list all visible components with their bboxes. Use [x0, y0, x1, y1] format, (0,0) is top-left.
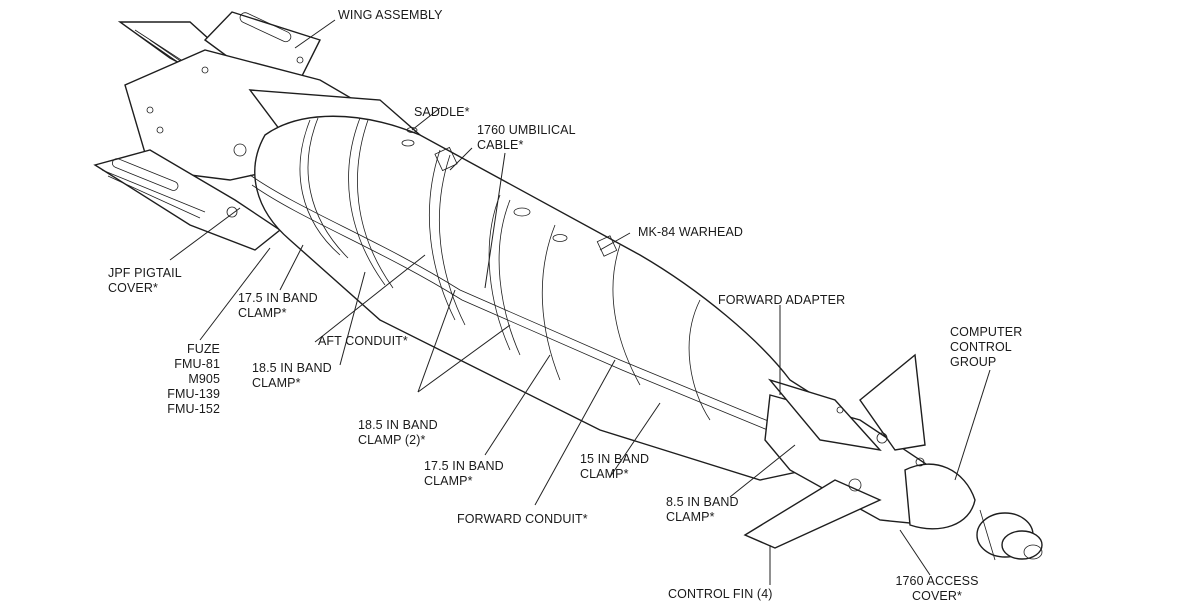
label-umbilical-cable: 1760 UMBILICAL CABLE*: [477, 123, 576, 152]
label-band-clamp-17-5-fwd: 17.5 IN BAND CLAMP*: [424, 459, 504, 488]
label-band-clamp-17-5-aft: 17.5 IN BAND CLAMP*: [238, 291, 318, 320]
label-fuze: FUZE FMU-81 M905 FMU-139 FMU-152: [167, 342, 220, 416]
label-band-clamp-18-5-pair: 18.5 IN BAND CLAMP (2)*: [358, 418, 438, 447]
guidance-section: [743, 353, 1043, 561]
label-computer-control-group: COMPUTER CONTROL GROUP: [950, 325, 1023, 369]
label-forward-conduit: FORWARD CONDUIT*: [457, 512, 588, 526]
label-aft-conduit: AFT CONDUIT*: [318, 334, 408, 348]
label-mk84-warhead: MK-84 WARHEAD: [638, 225, 744, 239]
label-band-clamp-18-5: 18.5 IN BAND CLAMP*: [252, 361, 332, 390]
label-saddle: SADDLE*: [414, 105, 470, 119]
leader-lines: [169, 19, 991, 585]
label-band-clamp-8-5: 8.5 IN BAND CLAMP*: [666, 495, 739, 524]
label-jpf-pigtail-cover: JPF PIGTAIL COVER*: [108, 266, 182, 295]
label-control-fin: CONTROL FIN (4): [668, 587, 773, 601]
label-forward-adapter: FORWARD ADAPTER: [718, 293, 846, 307]
label-wing-assembly: WING ASSEMBLY: [338, 8, 443, 22]
label-band-clamp-15: 15 IN BAND CLAMP*: [580, 452, 650, 481]
warhead-body: [249, 115, 902, 481]
